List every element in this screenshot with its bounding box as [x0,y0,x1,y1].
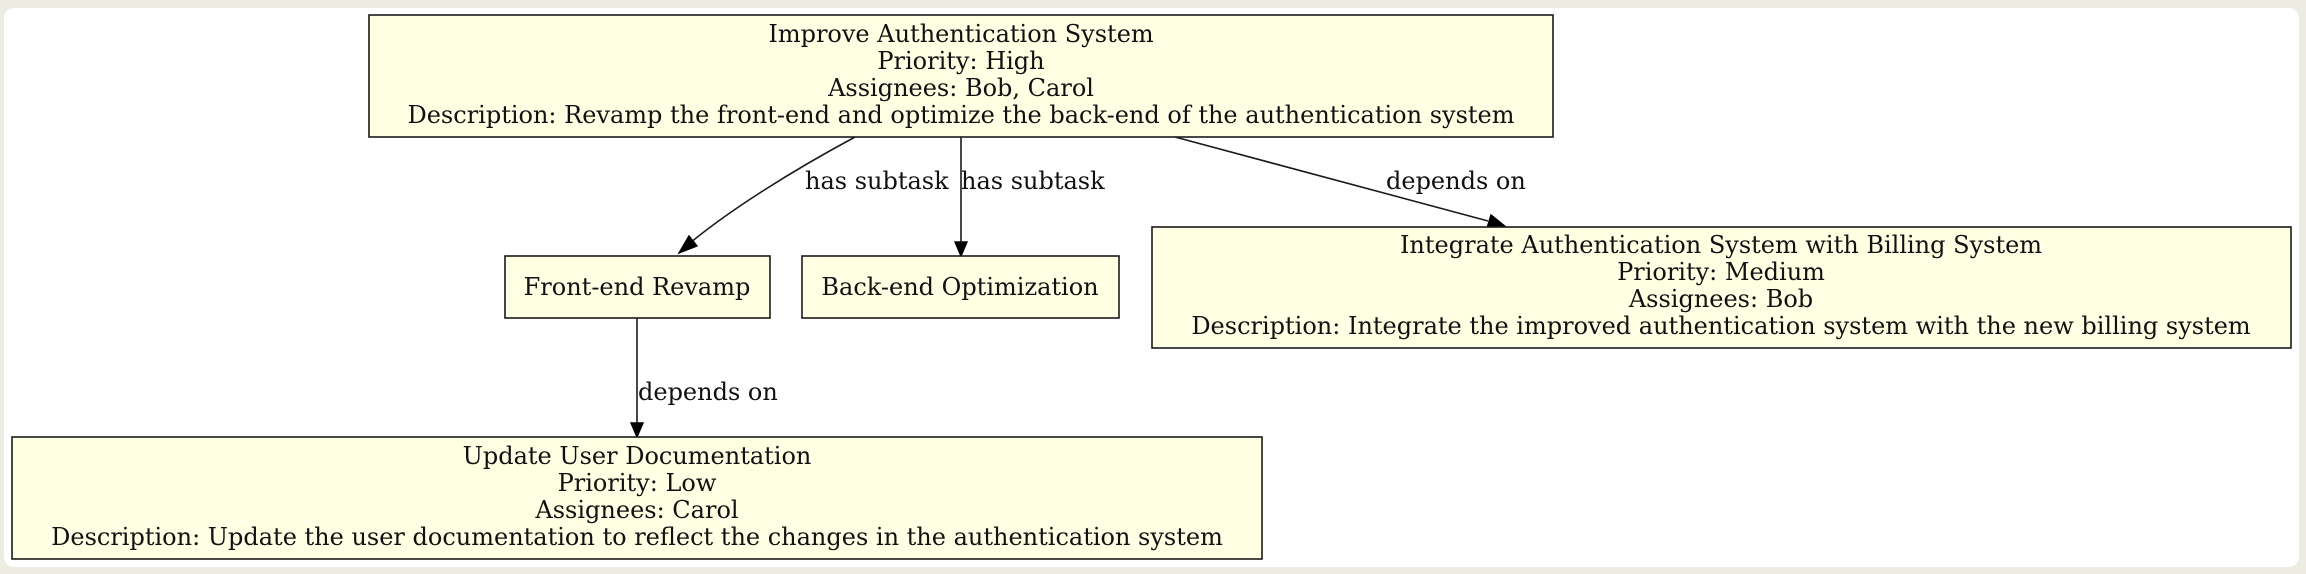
node-title: Back-end Optimization [821,273,1098,301]
node-description: Description: Integrate the improved auth… [1191,312,2251,340]
edge-root-to-frontend: has subtask [677,136,949,255]
node-priority: Priority: Low [558,469,717,497]
edge-label-depends-on-billing: depends on [1386,167,1526,195]
node-priority: Priority: Medium [1617,258,1825,286]
edge-frontend-to-docs: depends on [629,318,778,439]
edge-label-has-subtask-backend: has subtask [961,167,1105,195]
node-title: Update User Documentation [463,442,812,470]
edge-root-to-backend: has subtask [953,137,1105,258]
node-improve-authentication-system[interactable]: Improve Authentication System Priority: … [368,14,1554,138]
node-assignees: Assignees: Carol [534,496,738,524]
node-update-user-documentation[interactable]: Update User Documentation Priority: Low … [11,436,1263,560]
node-title: Improve Authentication System [768,20,1154,48]
edge-label-has-subtask-frontend: has subtask [805,167,949,195]
node-back-end-optimization[interactable]: Back-end Optimization [801,255,1120,319]
node-assignees: Assignees: Bob, Carol [827,74,1094,102]
node-description: Description: Update the user documentati… [51,523,1223,551]
edge-label-depends-on-docs: depends on [638,378,778,406]
node-integrate-billing-system[interactable]: Integrate Authentication System with Bil… [1151,226,2292,349]
node-assignees: Assignees: Bob [1628,285,1813,313]
node-front-end-revamp[interactable]: Front-end Revamp [504,255,771,319]
edge-root-to-billing: depends on [1174,136,1526,229]
node-priority: Priority: High [877,47,1044,75]
node-description: Description: Revamp the front-end and op… [407,101,1514,129]
node-title: Integrate Authentication System with Bil… [1400,231,2042,259]
node-title: Front-end Revamp [524,273,751,301]
